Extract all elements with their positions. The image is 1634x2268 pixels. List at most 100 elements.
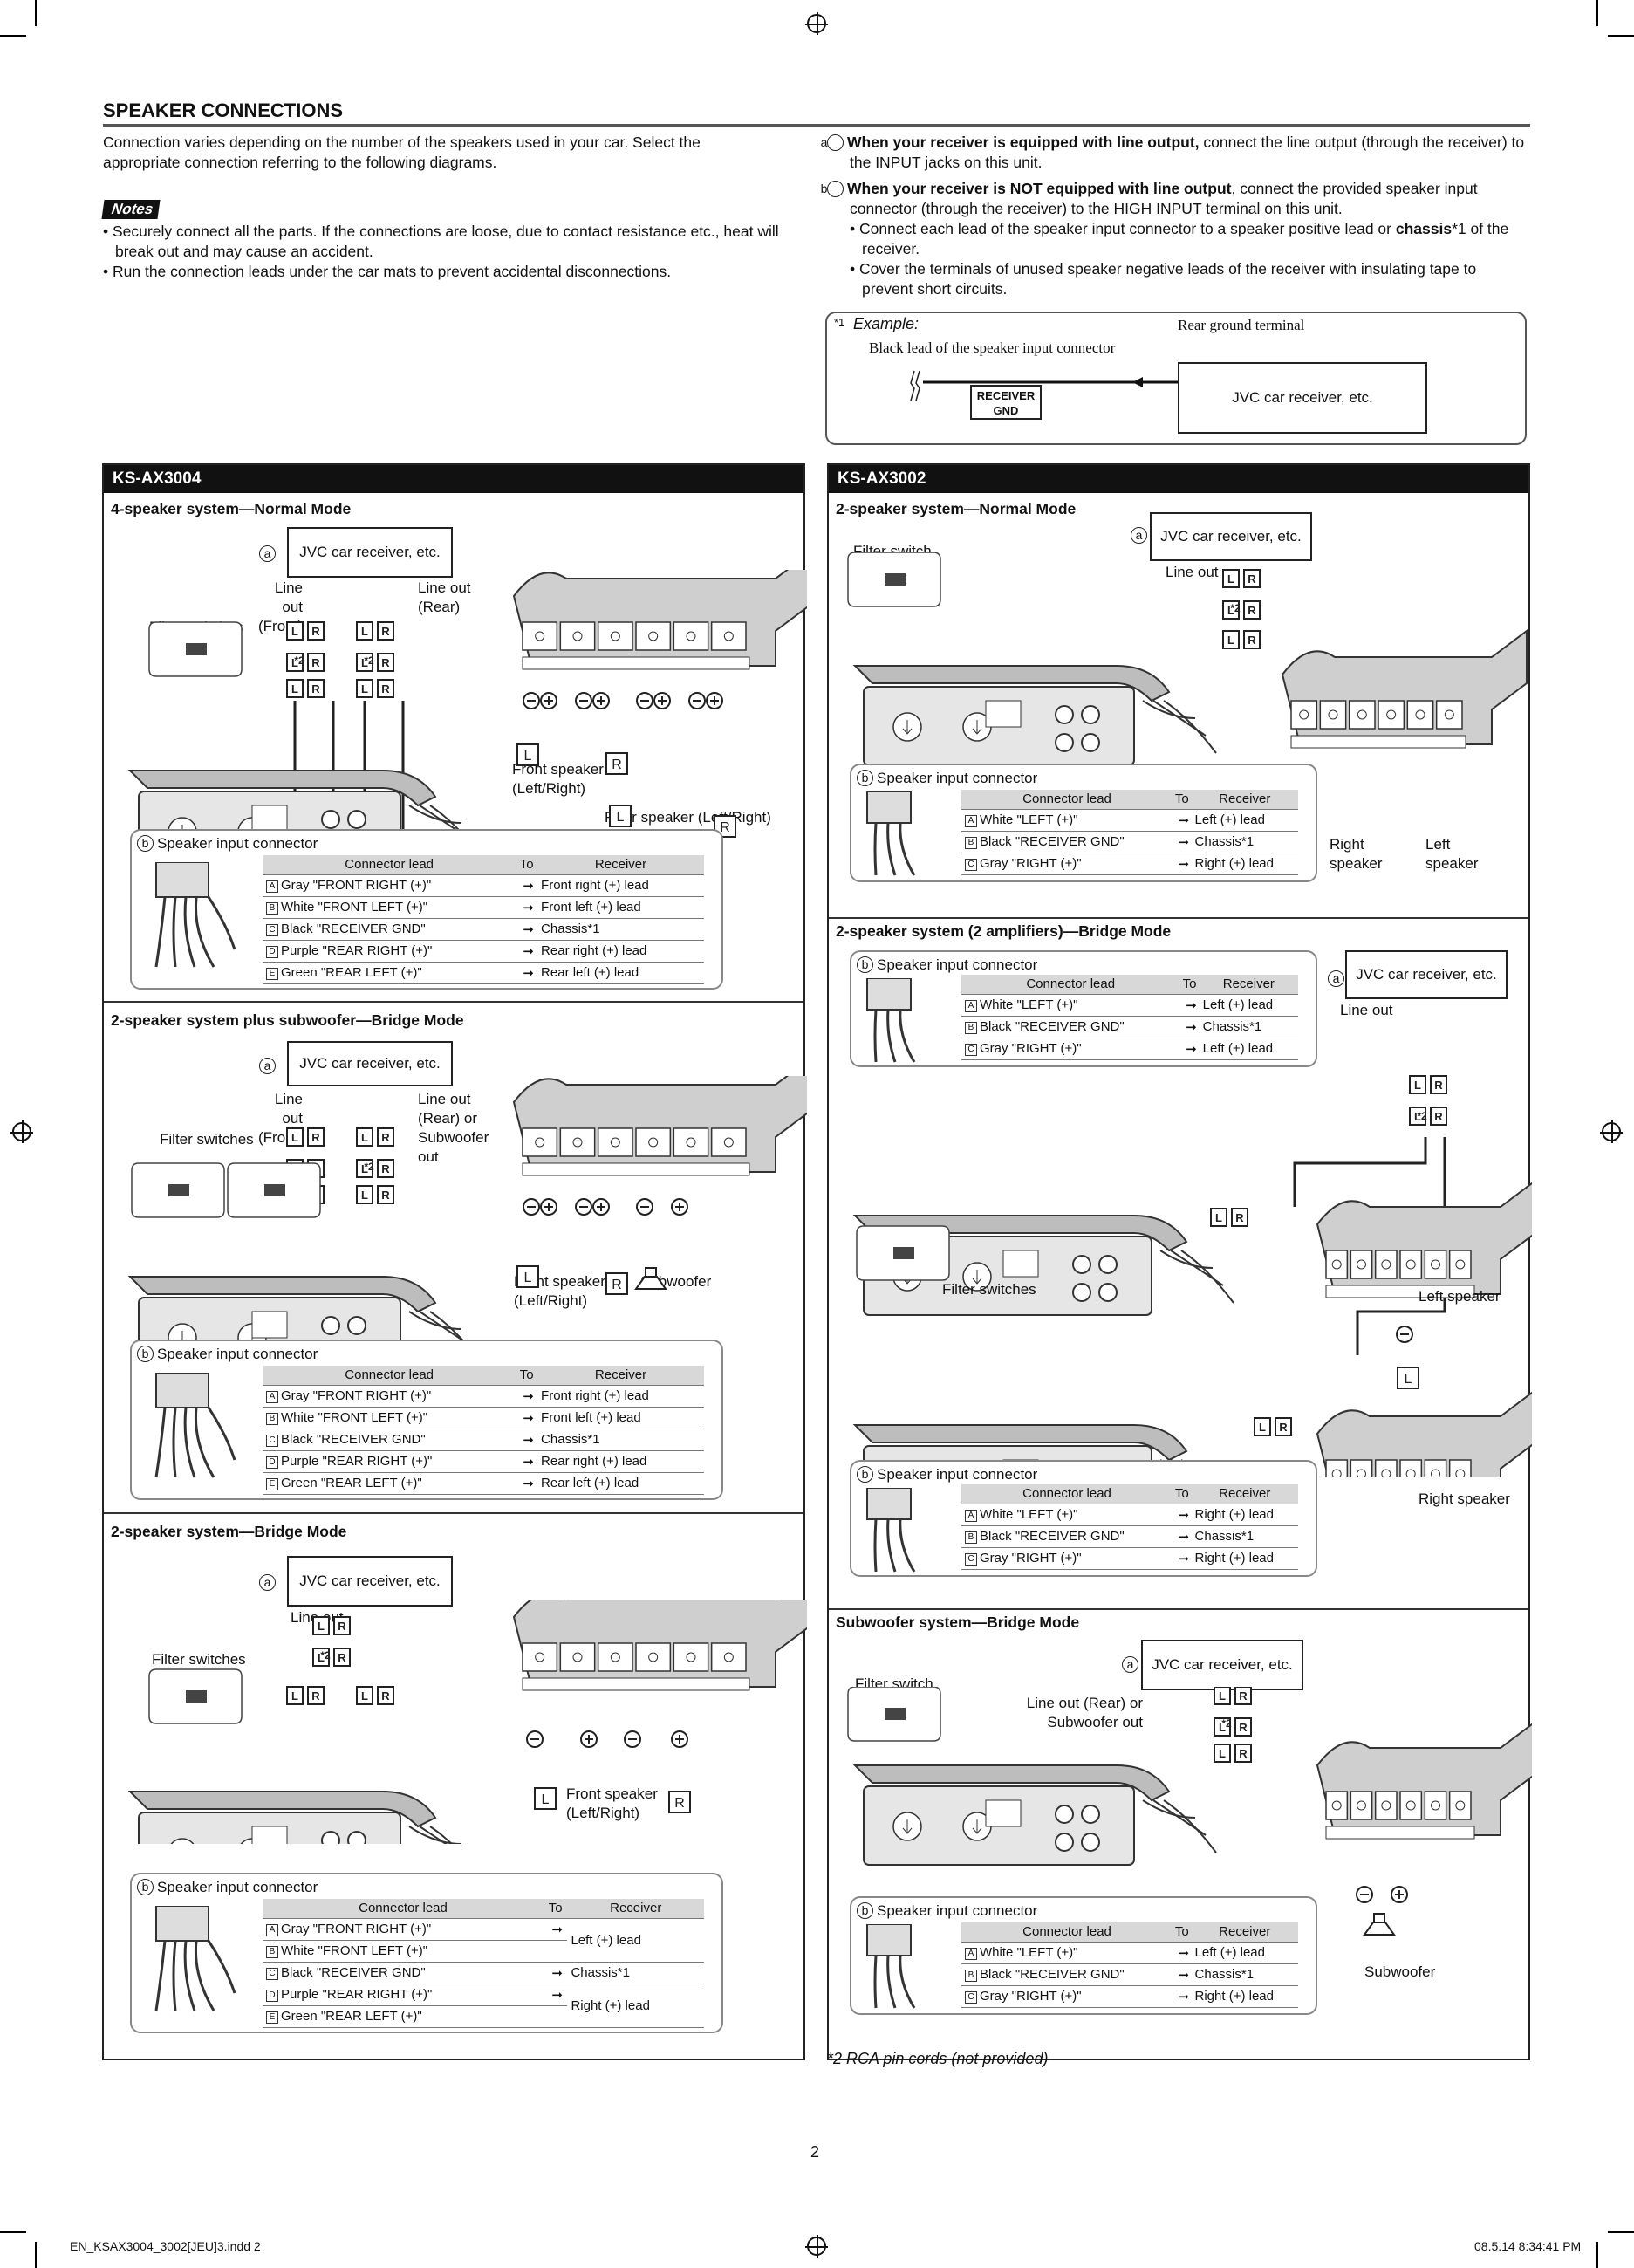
svg-text:L: L	[1227, 572, 1234, 586]
svg-text:R: R	[1434, 1110, 1443, 1123]
svg-text:R: R	[612, 1278, 622, 1292]
svg-text:R: R	[1239, 1747, 1248, 1760]
crop-mark	[35, 2242, 37, 2268]
svg-text:L: L	[542, 1792, 550, 1807]
svg-text:L: L	[318, 1651, 325, 1664]
svg-text:R: R	[381, 1189, 390, 1202]
note-item: • Securely connect all the parts. If the…	[103, 223, 779, 260]
footnote: *2 RCA pin cords (not provided)	[827, 2050, 1049, 2067]
svg-text:*2: *2	[1221, 1717, 1232, 1730]
connector-icon	[154, 862, 236, 968]
svg-text:L: L	[1219, 1747, 1226, 1760]
registration-mark	[805, 12, 828, 35]
crop-mark	[1608, 35, 1634, 37]
crop-mark	[0, 2231, 26, 2233]
svg-text:L: L	[1215, 1211, 1222, 1224]
svg-text:R: R	[381, 656, 390, 669]
option-b-bullet: • Cover the terminals of unused speaker …	[850, 260, 1477, 298]
black-lead-label: Black lead of the speaker input connecto…	[869, 339, 1116, 356]
svg-text:L: L	[1227, 634, 1234, 647]
svg-text:L: L	[617, 810, 625, 825]
svg-text:L: L	[1219, 1689, 1226, 1703]
svg-text:R: R	[311, 625, 320, 638]
svg-text:L: L	[1219, 1721, 1226, 1734]
svg-text:*2: *2	[1230, 602, 1241, 614]
note-item: • Run the connection leads under the car…	[103, 263, 672, 280]
svg-text:R: R	[381, 1162, 390, 1175]
callout-a: a	[259, 545, 279, 564]
svg-text:R: R	[381, 682, 390, 695]
registration-mark	[1600, 1120, 1623, 1143]
svg-text:*2: *2	[364, 1161, 374, 1173]
crop-mark	[1608, 2231, 1634, 2233]
footer-date: 08.5.14 8:34:41 PM	[1474, 2239, 1582, 2253]
svg-text:L: L	[291, 1131, 298, 1144]
option-b-bullet: • Connect each lead of the speaker input…	[850, 220, 1509, 257]
receiver-box: JVC car receiver, etc.	[287, 1041, 453, 1086]
svg-text:R: R	[1279, 1421, 1288, 1434]
svg-text:L: L	[361, 656, 368, 669]
svg-text:R: R	[1248, 572, 1256, 586]
svg-text:R: R	[381, 1689, 390, 1703]
section-divider	[829, 1608, 1528, 1610]
connector-icon	[866, 978, 916, 1063]
panel-header: KS-AX3004	[104, 465, 803, 493]
svg-text:L: L	[361, 1162, 368, 1175]
section-title: 2-speaker system (2 amplifiers)—Bridge M…	[836, 922, 1172, 940]
svg-text:L: L	[318, 1620, 325, 1633]
ks-ax3004-panel: KS-AX3004 4-speaker system—Normal Mode a…	[102, 463, 807, 2060]
notes-label: Notes	[101, 200, 161, 219]
rear-ground-label: Rear ground terminal	[1178, 317, 1305, 333]
connector-icon	[866, 791, 916, 876]
right-speaker-label: Right speaker	[1330, 836, 1383, 872]
svg-text:R: R	[720, 820, 730, 835]
right-speaker-label: Right speaker	[1419, 1490, 1510, 1507]
line-out-rear-label: Line out (Rear)	[418, 579, 471, 615]
svg-text:R: R	[1235, 1211, 1244, 1224]
svg-text:L: L	[291, 682, 298, 695]
svg-text:R: R	[612, 757, 622, 772]
title-rule	[103, 124, 1530, 127]
receiver-box: JVC car receiver, etc.	[1150, 512, 1312, 561]
crop-mark	[0, 35, 26, 37]
example-box: *1 Example: Black lead of the speaker in…	[825, 312, 1527, 445]
page-title: SPEAKER CONNECTIONS	[103, 99, 344, 121]
section-title: 2-speaker system plus subwoofer—Bridge M…	[111, 1011, 464, 1029]
line-out-rear-label: Line out (Rear) or Subwoofer out	[418, 1091, 489, 1165]
registration-mark	[10, 1120, 33, 1143]
svg-text:R: R	[674, 1796, 685, 1811]
svg-text:R: R	[381, 1131, 390, 1144]
svg-text:L: L	[361, 1189, 368, 1202]
section-title: 4-speaker system—Normal Mode	[111, 500, 352, 517]
svg-text:L: L	[291, 1689, 298, 1703]
svg-text:R: R	[1239, 1689, 1248, 1703]
svg-text:R: R	[1248, 604, 1256, 617]
svg-text:R: R	[1434, 1079, 1443, 1092]
subwoofer-label: Subwoofer	[1364, 1963, 1436, 1980]
